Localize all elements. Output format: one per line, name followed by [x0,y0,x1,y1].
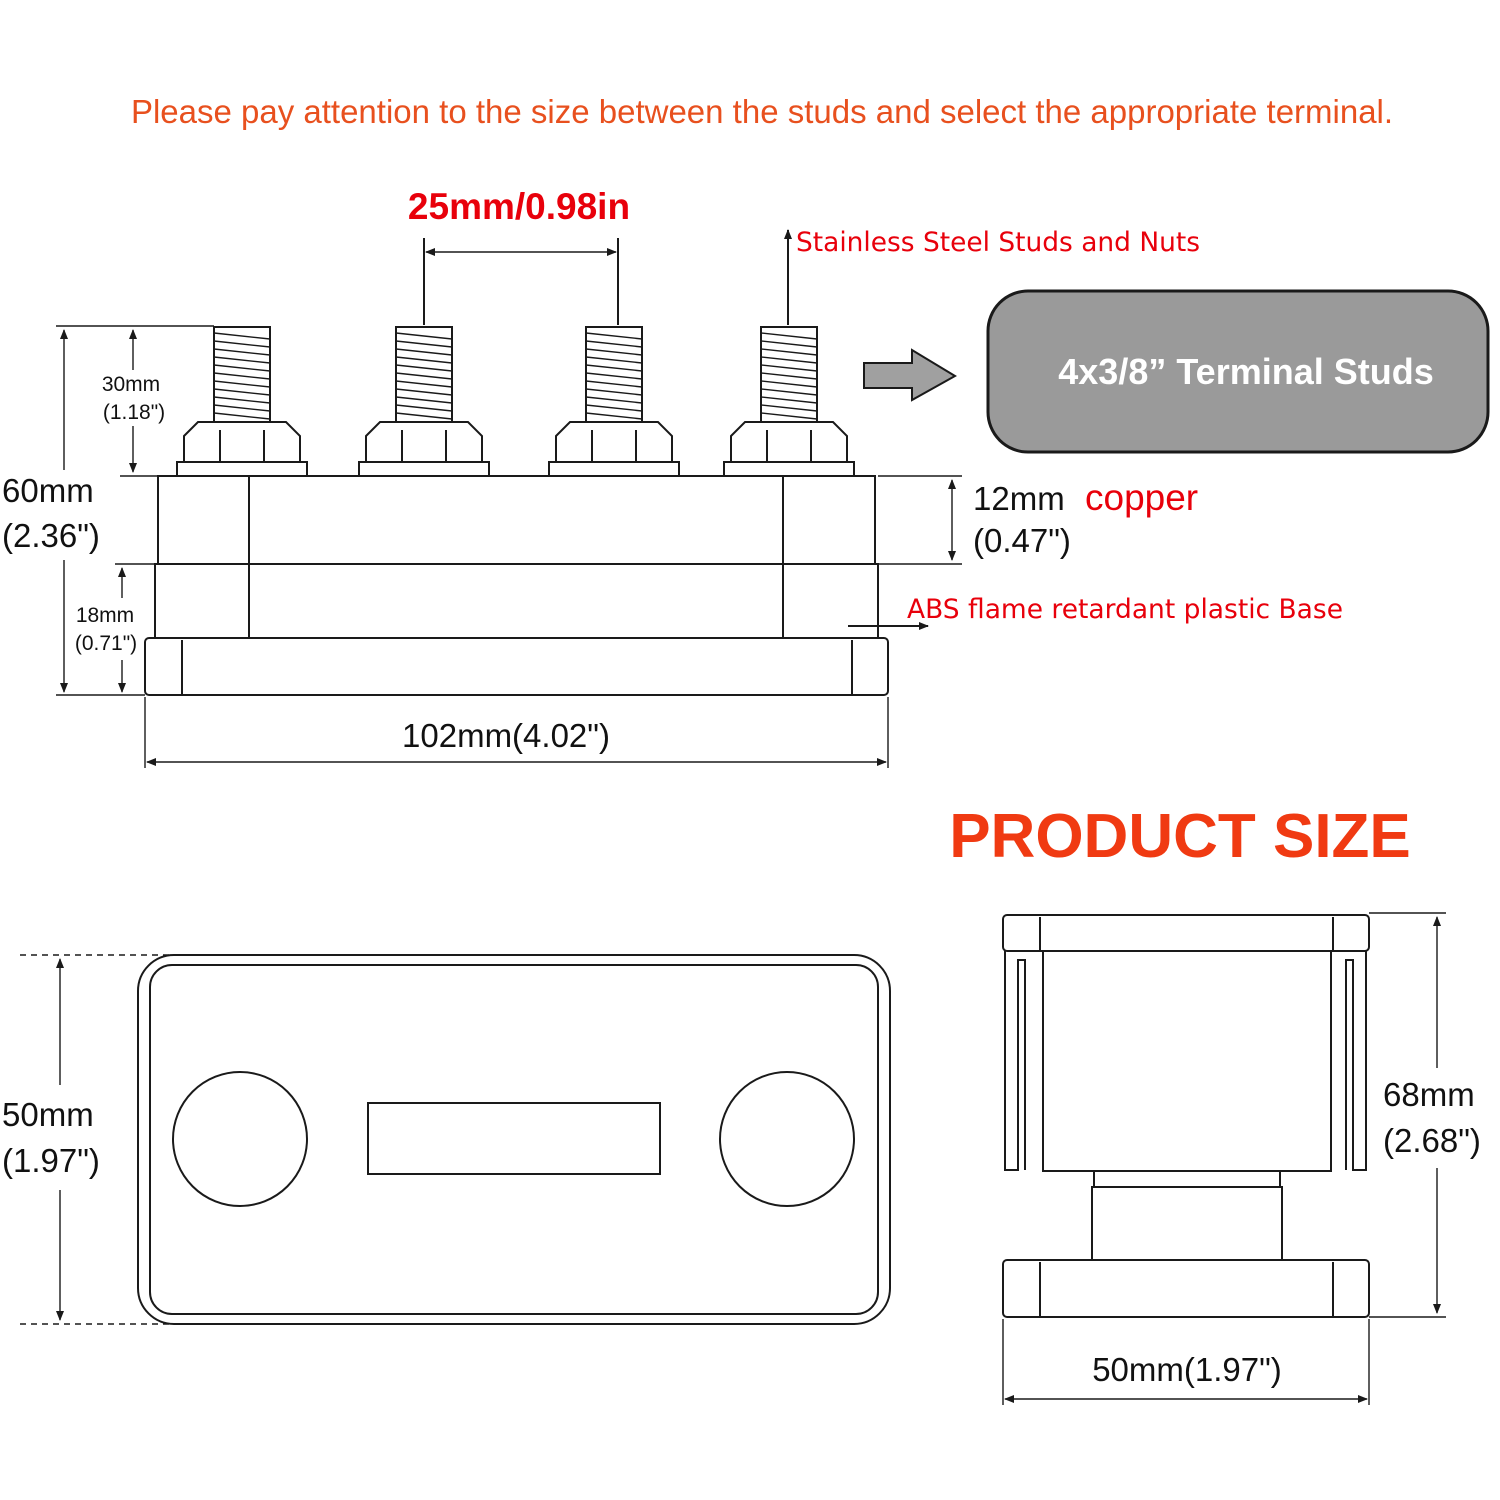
terminal-stud-2 [358,326,490,477]
terminal-studs-callout [986,289,1490,454]
side-view-drawing [1002,912,1446,1405]
terminal-studs-callout-text: 4x3/8” Terminal Studs [1058,351,1433,392]
side-height-in-label: (2.68") [1383,1122,1481,1159]
stud-height-in-label: (1.18") [103,401,165,424]
side-height-mm-label: 68mm [1383,1076,1475,1113]
total-height-mm-label: 60mm [2,472,94,509]
base-material-label: ABS flame retardant plastic Base [907,594,1343,625]
total-height-in-label: (2.36") [2,517,100,554]
base-height-in-label: (0.71") [75,632,137,655]
base-height-mm-label: 18mm [76,604,134,627]
plan-width-mm-label: 50mm [2,1096,94,1133]
copper-label: copper [1085,477,1198,518]
side-width-label: 50mm(1.97") [1092,1351,1282,1388]
copper-thickness-in-label: (0.47") [973,522,1071,559]
notice-text: Please pay attention to the size between… [131,93,1393,130]
length-label: 102mm(4.02") [402,717,610,754]
terminal-stud-3 [548,326,680,477]
studs-material-label: Stainless Steel Studs and Nuts [796,227,1200,258]
callout-arrow-icon [863,348,957,402]
stud-height-mm-label: 30mm [102,373,160,396]
copper-thickness-mm-label: 12mm [973,480,1065,517]
front-elevation-drawing [56,229,962,768]
terminal-stud-4 [723,326,855,477]
plan-view-drawing [20,954,891,1325]
stud-spacing-label: 25mm/0.98in [408,186,630,227]
terminal-stud-1 [176,326,308,477]
product-size-title: PRODUCT SIZE [949,802,1411,871]
plan-width-in-label: (1.97") [2,1142,100,1179]
